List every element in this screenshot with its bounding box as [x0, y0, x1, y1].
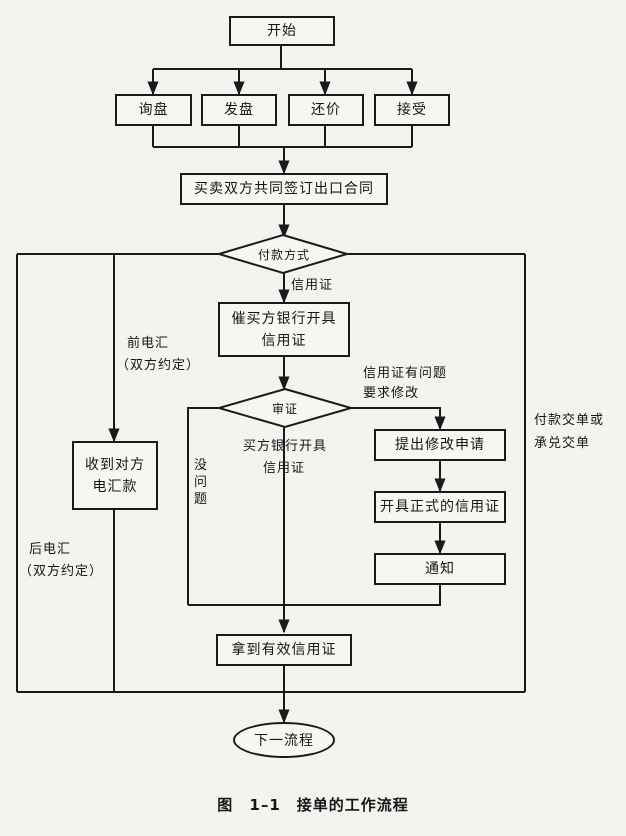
counter-offer-node: 还价 [288, 94, 364, 126]
da-dp-label-line2: 承兑交单 [534, 436, 591, 451]
urge-bank-line2: 信用证 [261, 332, 307, 349]
request-amend-node: 提出修改申请 [374, 429, 506, 461]
post-tt-label-line2: （双方约定） [19, 564, 104, 579]
da-dp-label-line1: 付款交单或 [534, 413, 605, 428]
arrow-to-request-amend [350, 407, 446, 431]
connector-no-problem [187, 407, 220, 605]
no-problem-label: 没问题 [193, 458, 208, 507]
formal-lc-node: 开具正式的信用证 [374, 491, 506, 523]
accept-node: 接受 [374, 94, 450, 126]
letter-of-credit-label: 信用证 [291, 278, 334, 293]
receive-remit-line2: 电汇款 [92, 478, 138, 495]
offer-node: 发盘 [201, 94, 277, 126]
valid-lc-node: 拿到有效信用证 [216, 634, 352, 666]
figure-caption: 图 1–1 接单的工作流程 [217, 796, 409, 814]
urge-bank-line1: 催买方银行开具 [231, 310, 337, 327]
inquiry-node: 询盘 [115, 94, 192, 126]
lc-problem-label-line2: 要求修改 [363, 386, 420, 401]
lc-problem-label-line1: 信用证有问题 [363, 366, 448, 381]
start-node: 开始 [229, 16, 335, 46]
pre-tt-label-line1: 前电汇 [127, 336, 170, 351]
buyer-bank-lc-label-line1: 买方银行开具 [243, 439, 328, 454]
receive-remit-line1: 收到对方 [85, 456, 145, 473]
review-label: 审证 [271, 402, 298, 416]
notify-node: 通知 [374, 553, 506, 585]
pre-tt-label-line2: （双方约定） [116, 358, 201, 373]
payment-method-diamond [215, 233, 351, 275]
next-process-node: 下一流程 [233, 722, 335, 758]
buyer-bank-lc-label-line2: 信用证 [263, 461, 306, 476]
urge-bank-node: 催买方银行开具 信用证 [218, 302, 350, 357]
receive-remittance-node: 收到对方 电汇款 [72, 441, 158, 510]
review-diamond [215, 387, 355, 429]
sign-contract-node: 买卖双方共同签订出口合同 [180, 173, 388, 205]
connector-notify-return [188, 585, 441, 606]
payment-method-label: 付款方式 [257, 248, 310, 262]
post-tt-label-line1: 后电汇 [29, 542, 72, 557]
